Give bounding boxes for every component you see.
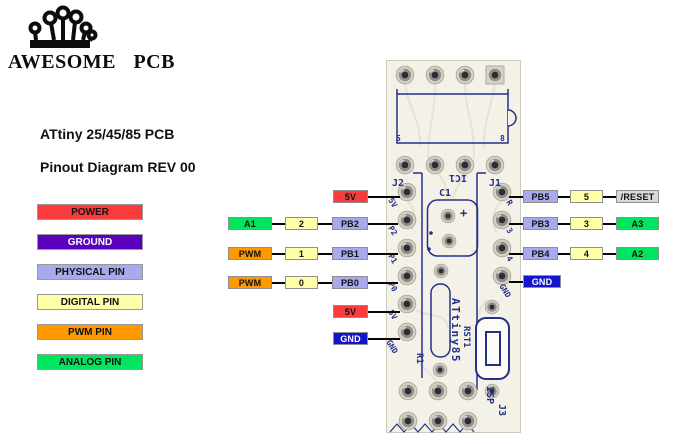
legend-pwm: PWM PIN [37, 324, 143, 340]
wire [509, 280, 523, 283]
silk-rst: RST1 [461, 326, 471, 348]
silk-pad-p1: P1 [386, 252, 399, 265]
wire [318, 222, 332, 225]
pin-box-gnd: GND [523, 275, 561, 288]
pin-box-pb2: PB2 [332, 217, 368, 230]
wire [272, 281, 285, 284]
pin-box-a2: A2 [616, 247, 659, 260]
wire [272, 222, 285, 225]
silk-ic1: IC1 [449, 172, 467, 183]
wire [509, 252, 523, 255]
wire [368, 195, 400, 198]
wire [368, 252, 398, 255]
wire [368, 222, 398, 225]
silk-pad-4: 4 [504, 254, 514, 263]
wire [318, 252, 332, 255]
brand-name: AWESOME PCB [8, 51, 175, 73]
silk-pad-p0: P0 [386, 280, 399, 293]
pin-box-a3: A3 [616, 217, 659, 230]
wire [368, 281, 398, 284]
legend: POWER GROUND PHYSICAL PIN DIGITAL PIN PW… [37, 204, 143, 370]
pin-box-2: 2 [285, 217, 318, 230]
pin-box-5v: 5V [333, 190, 368, 203]
pin-box-pwm0: PWM [228, 276, 272, 289]
legend-digital: DIGITAL PIN [37, 294, 143, 310]
pin-box-3: 3 [570, 217, 603, 230]
silk-j1: J1 [489, 178, 501, 189]
silk-r1: R1 [414, 353, 424, 364]
silk-plus: + [460, 206, 467, 220]
pin-box-1: 1 [285, 247, 318, 260]
legend-analog: ANALOG PIN [37, 354, 143, 370]
silk-j3: J3 [496, 404, 507, 416]
pin-row-right-pb3: PB3 3 A3 [509, 217, 659, 230]
silk-pad-5v-top: 5V [386, 196, 399, 209]
wire [558, 195, 570, 198]
pin-box-4: 4 [570, 247, 603, 260]
pin-row-left-pb1: PWM 1 PB1 [228, 247, 398, 260]
pin-row-left-5v-bottom: 5V [333, 305, 400, 318]
pin-box-5: 5 [570, 190, 603, 203]
pcb-silkscreen-shapes [389, 89, 517, 433]
silk-pad-rst: R [504, 198, 514, 207]
silk-pin8: 8 [500, 134, 505, 143]
page-subtitle: Pinout Diagram REV 00 [40, 159, 196, 175]
wire [558, 252, 570, 255]
pin-row-right-pb5: PB5 5 /RESET [509, 190, 659, 203]
pin-row-right-gnd: GND [509, 275, 561, 288]
pin-box-gnd: GND [333, 332, 368, 345]
wire [318, 281, 332, 284]
pin-box-a1: A1 [228, 217, 272, 230]
pin-row-left-pb0: PWM 0 PB0 [228, 276, 398, 289]
legend-physical: PHYSICAL PIN [37, 264, 143, 280]
pin-row-left-pb2: A1 2 PB2 [228, 217, 398, 230]
page-title: ATtiny 25/45/85 PCB [40, 126, 175, 142]
pin-box-pb4: PB4 [523, 247, 558, 260]
pin-box-pb1: PB1 [332, 247, 368, 260]
pin-box-reset: /RESET [616, 190, 659, 203]
pin-box-pb5: PB5 [523, 190, 558, 203]
legend-power: POWER [37, 204, 143, 220]
wire [272, 252, 285, 255]
pin-box-pb0: PB0 [332, 276, 368, 289]
silk-pad-p2: P2 [386, 224, 399, 237]
pcb-pads [395, 65, 512, 431]
wire [368, 337, 400, 340]
wire [368, 310, 400, 313]
wire [603, 252, 616, 255]
pin-row-left-gnd: GND [333, 332, 400, 345]
wire [603, 222, 616, 225]
pin-row-left-5v-top: 5V [333, 190, 400, 203]
silk-isp: ISP [484, 386, 495, 404]
pin-box-pwm1: PWM [228, 247, 272, 260]
pin-row-right-pb4: PB4 4 A2 [509, 247, 659, 260]
brand-logo: AWESOME PCB [8, 4, 188, 74]
legend-ground: GROUND [37, 234, 143, 250]
wire [509, 195, 523, 198]
pcb-image: J2 IC1 J1 C1 + 5 8 ATtiny85 RST1 R1 ISP … [386, 60, 521, 433]
silk-j2: J2 [392, 178, 404, 189]
silk-pin5: 5 [396, 134, 401, 143]
pin-box-0: 0 [285, 276, 318, 289]
silk-chip: ATtiny85 [449, 298, 462, 363]
pin-box-5v: 5V [333, 305, 368, 318]
crown-circuit-icon [28, 5, 98, 48]
wire [509, 222, 523, 225]
pin-box-pb3: PB3 [523, 217, 558, 230]
wire [558, 222, 570, 225]
silk-pad-3: 3 [504, 226, 514, 235]
wire [603, 195, 616, 198]
silk-c1: C1 [439, 188, 451, 199]
